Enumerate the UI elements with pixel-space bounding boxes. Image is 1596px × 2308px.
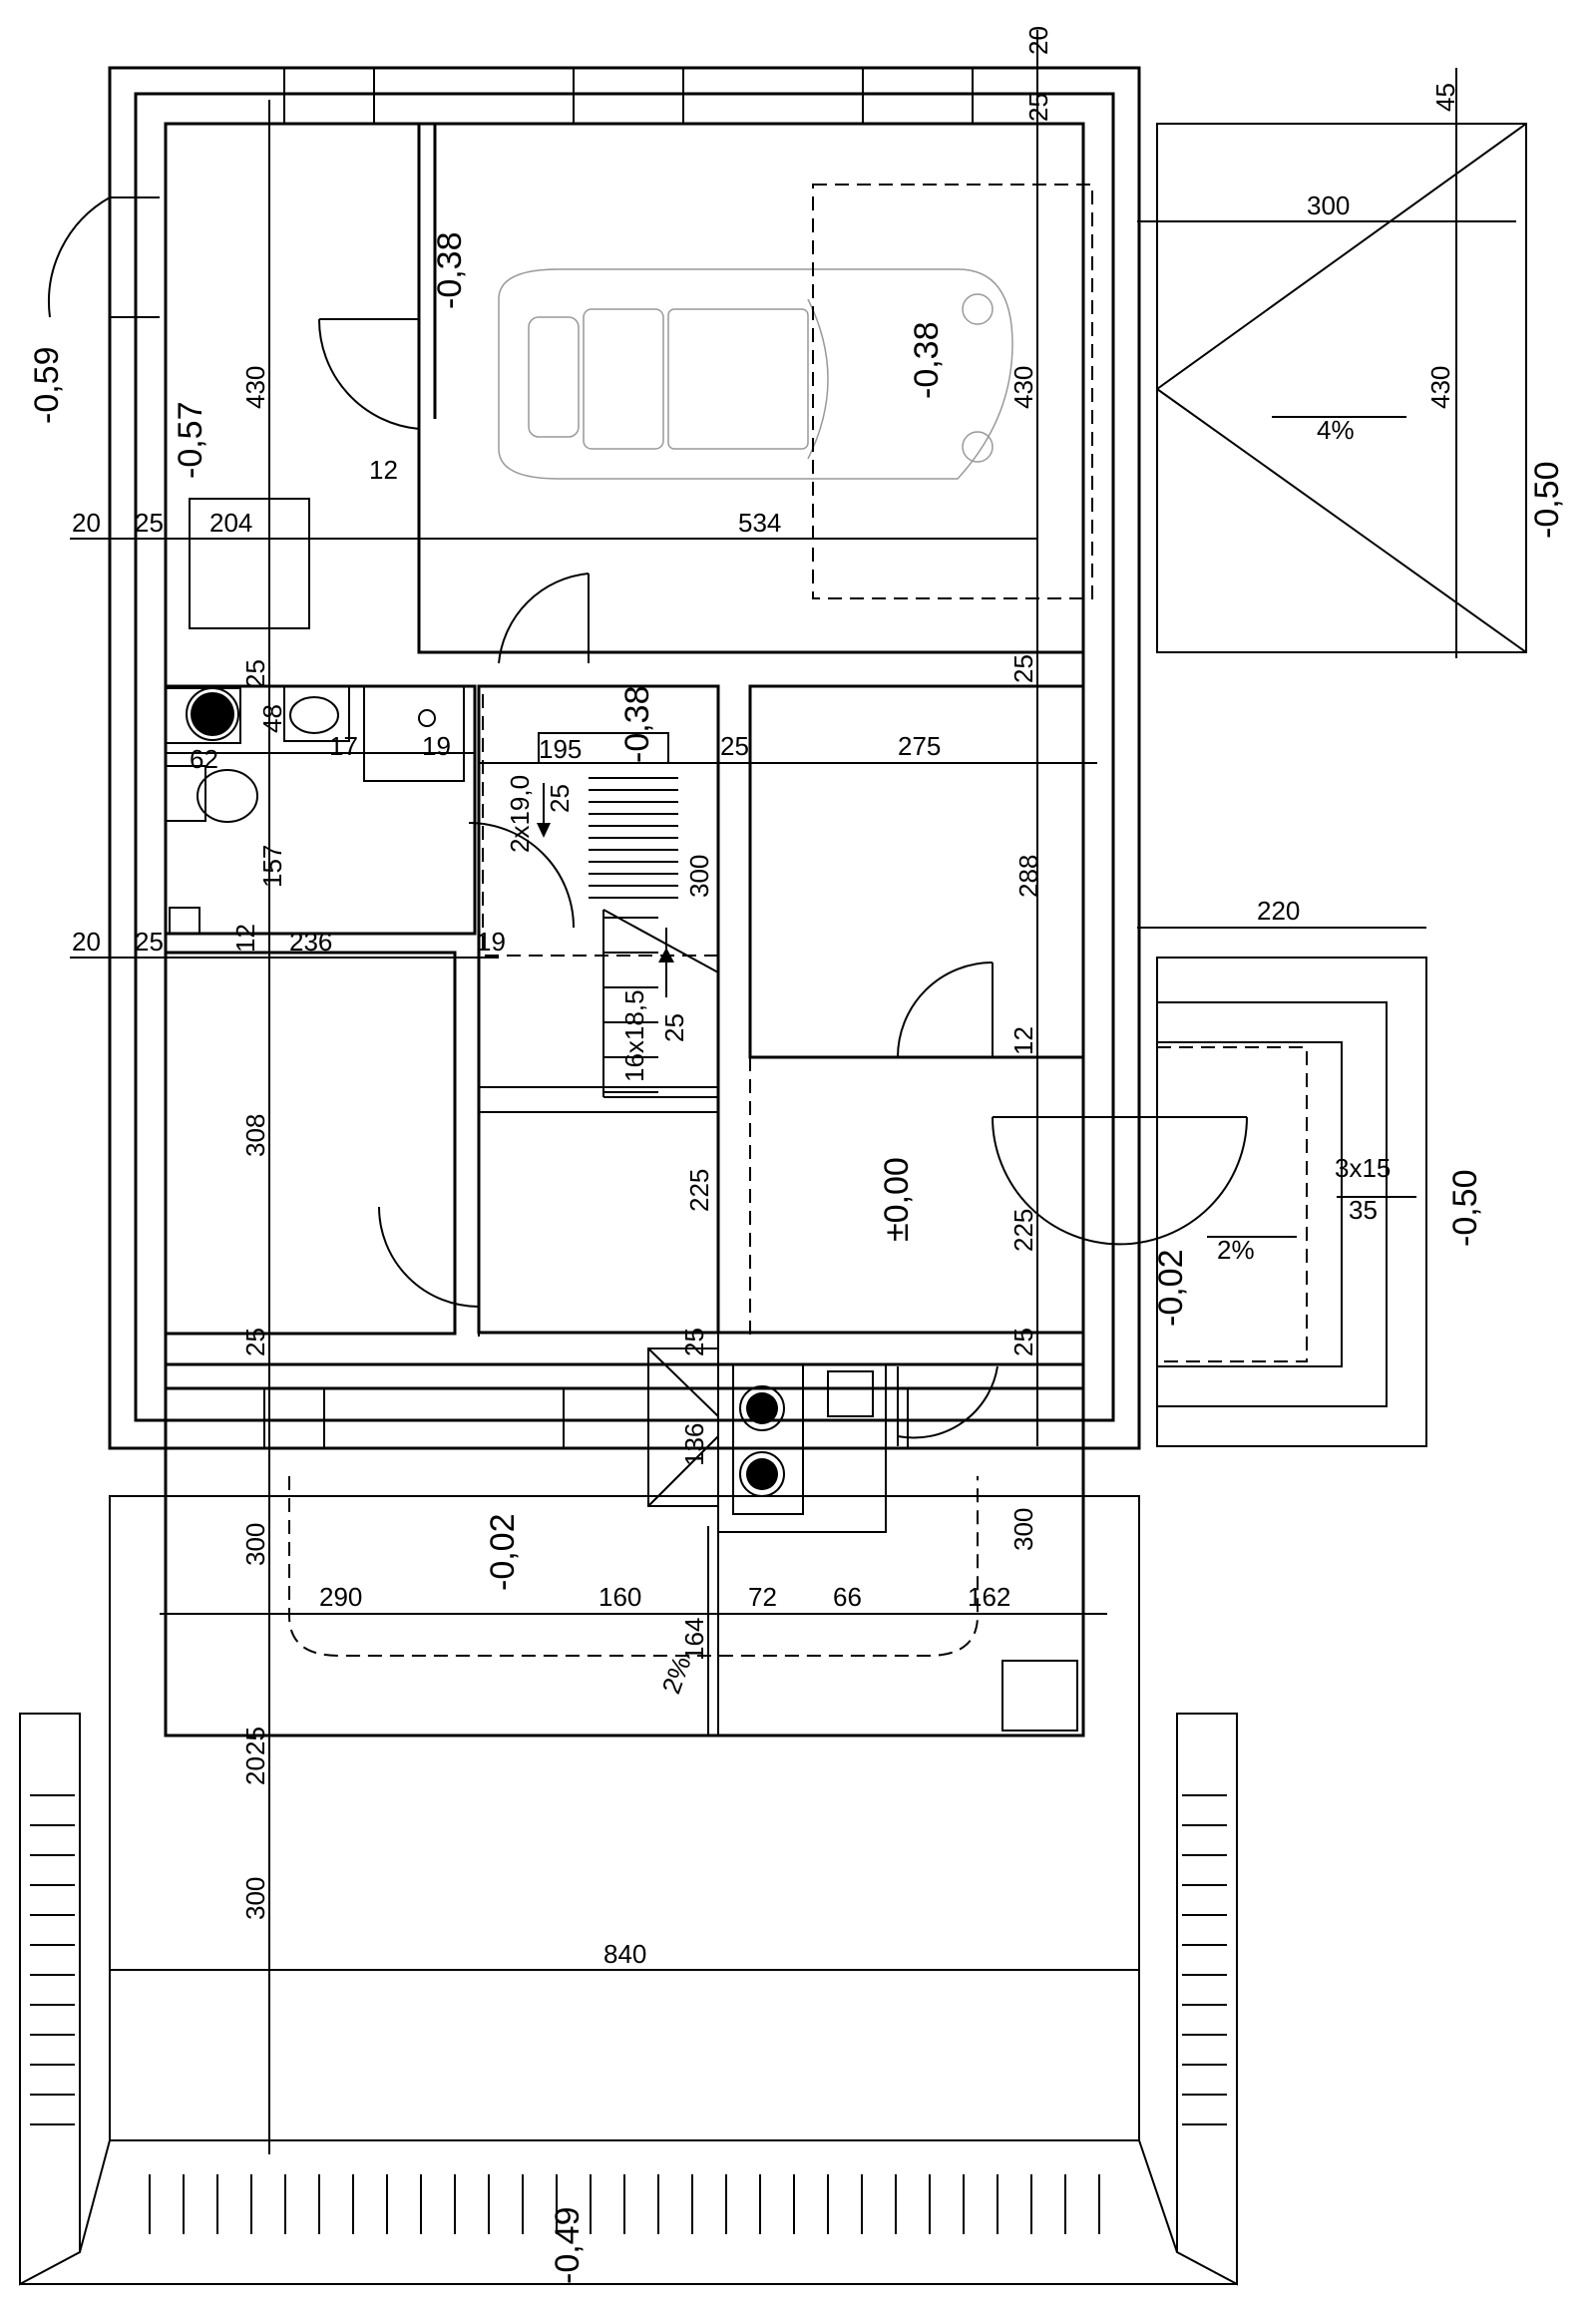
dim-19-left: 19 [477,927,506,957]
dim-236: 236 [289,927,332,957]
dim-35: 35 [1349,1195,1378,1225]
dim-3x15: 3x15 [1335,1153,1391,1183]
dim-17: 17 [329,731,358,761]
dim-66: 66 [833,1582,862,1612]
dim-225-right: 225 [1008,1209,1038,1252]
dim-25-right-a: 25 [1008,654,1038,683]
dim-300-kitchen: 300 [1008,1508,1038,1551]
dim-300-terrace-front: 300 [240,1877,270,1920]
dim-164: 164 [679,1618,709,1661]
dim-25-left: 25 [135,508,164,538]
dim-840: 840 [603,1939,646,1969]
dim-25-stair2: 25 [659,1013,689,1042]
dim-62: 62 [190,744,218,774]
dimension-texts: 20 25 45 300 430 430 430 20 25 204 534 1… [72,26,1460,1969]
dim-290: 290 [319,1582,362,1612]
dimension-lines [70,30,1516,2154]
dim-220: 220 [1257,896,1300,926]
dim-225-hall: 225 [684,1169,714,1212]
level-minus-002-b: -0,02 [484,1514,522,1592]
dim-430-left: 430 [240,366,270,409]
interior-walls [164,122,1085,1737]
dim-25-left3: 25 [240,1328,270,1356]
dim-12-door: 12 [369,455,398,485]
dim-300-stair: 300 [684,855,714,898]
entry-platform [1156,957,1427,1447]
doors [317,318,1248,1446]
level-minus-049: -0,49 [549,2207,587,2285]
dim-20-left: 20 [72,508,101,538]
dim-430-garage: 430 [1008,366,1038,409]
dim-12-left: 12 [230,924,260,953]
dim-204: 204 [209,508,252,538]
dim-288: 288 [1013,855,1043,898]
level-minus-038-a: -0,38 [431,232,469,310]
level-minus-038-b: -0,38 [908,322,946,400]
slope-2-percent-entry: 2% [1217,1235,1255,1265]
dim-25-mid: 25 [720,731,749,761]
dim-19-bath: 19 [422,731,451,761]
dim-300-terrace: 300 [1307,191,1350,220]
level-marks: -0,59 -0,57 -0,38 -0,38 -0,38 -0,50 -0,5… [28,232,1566,2285]
dim-275: 275 [898,731,941,761]
dim-25-left2: 25 [135,927,164,957]
dim-160: 160 [598,1582,641,1612]
level-plus-minus-000: ±0,00 [878,1157,916,1242]
dim-2x19: 2x19,0 [505,775,535,853]
car-outline [498,184,1093,599]
terrace-front [19,1476,1238,2286]
dim-48: 48 [257,704,287,733]
dim-12-right: 12 [1008,1026,1038,1055]
dim-20-bottom: 20 [240,1756,270,1785]
level-minus-057: -0,57 [172,402,209,480]
dim-25-top: 25 [1023,93,1053,122]
dim-72: 72 [748,1582,777,1612]
dim-195: 195 [539,734,582,764]
dim-308: 308 [240,1114,270,1157]
dim-25-kitchen: 25 [679,1328,709,1356]
level-minus-059: -0,59 [28,347,66,425]
slope-4-percent: 4% [1317,415,1355,445]
dim-162: 162 [968,1582,1010,1612]
level-minus-050-b: -0,50 [1446,1170,1484,1248]
dim-534: 534 [738,508,781,538]
dim-25-bottom: 25 [240,1727,270,1755]
level-minus-002-a: -0,02 [1152,1250,1190,1328]
dim-157: 157 [257,845,287,888]
dim-25-bath-a: 25 [240,659,270,688]
dim-16x18: 16x18,5 [619,989,649,1082]
dim-20-left2: 20 [72,927,101,957]
level-minus-038-c: -0,38 [618,686,656,764]
dim-430-terrace: 430 [1425,366,1455,409]
terrace-front-ticks [30,1794,1227,2234]
stair-treads [537,777,719,1098]
dim-300-living: 300 [240,1523,270,1566]
level-minus-050-a: -0,50 [1528,462,1566,540]
dim-25-stair: 25 [545,784,575,813]
dim-20-top: 20 [1023,26,1053,55]
dim-45: 45 [1430,83,1460,112]
dim-136: 136 [679,1423,709,1466]
dim-25-right3: 25 [1008,1328,1038,1356]
terrace-right [1156,123,1527,653]
